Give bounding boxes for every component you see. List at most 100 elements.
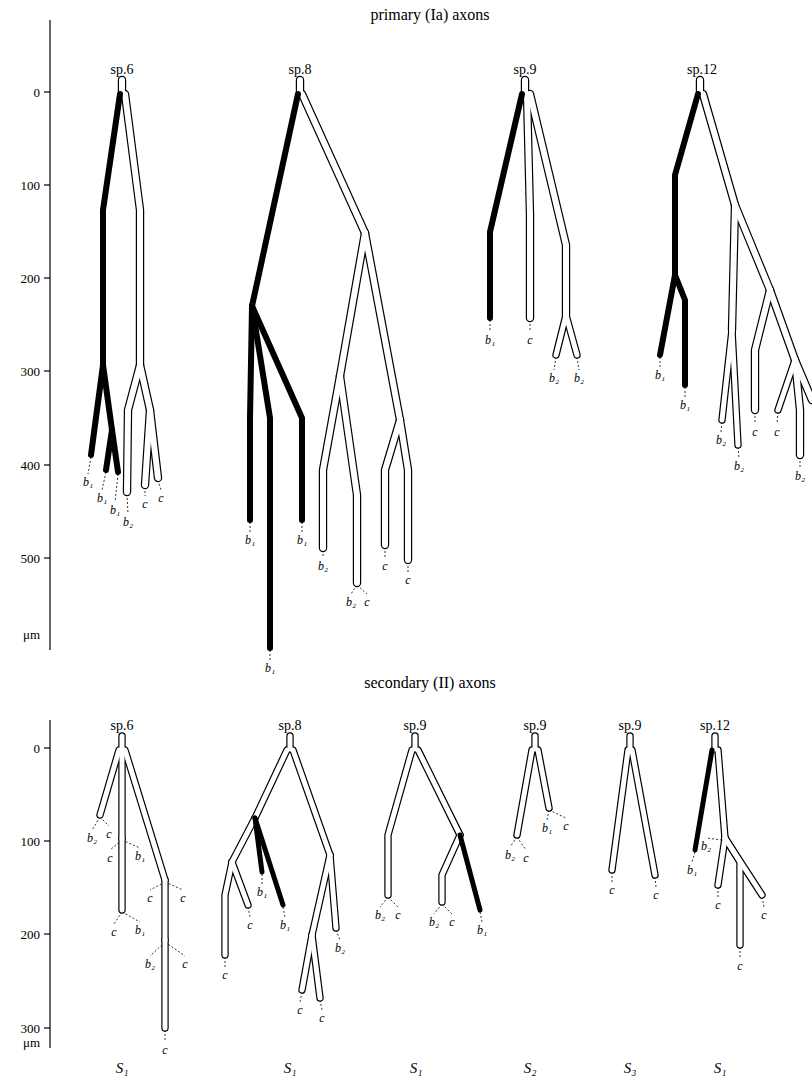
axon-branch-outline xyxy=(517,750,532,835)
branch-label: c xyxy=(182,958,187,970)
branch-label: c xyxy=(527,334,532,346)
branch-label: c xyxy=(297,1004,302,1016)
axis-tick-label: 0 xyxy=(34,86,41,99)
spindle-label: S₂ xyxy=(524,1061,537,1076)
bag1-axon-branch xyxy=(490,94,522,318)
axon-branch xyxy=(566,315,577,355)
bag1-axon-branch xyxy=(460,835,480,910)
specimen-label: sp.9 xyxy=(514,63,537,77)
axon-branch-outline xyxy=(161,940,168,1028)
branch-label: b₂ xyxy=(87,832,97,844)
branch-label: b₂ xyxy=(505,849,515,861)
axon-branch-outline xyxy=(296,80,304,93)
axon-branch-outline xyxy=(538,750,549,808)
axon-branch-outline xyxy=(770,290,795,360)
axis-tick-label: 300 xyxy=(21,1022,41,1035)
axis-line xyxy=(49,20,50,650)
specimen-label: sp.8 xyxy=(279,719,302,733)
axon-branch-outline xyxy=(150,410,158,478)
leader-line xyxy=(692,852,695,862)
branch-label: c xyxy=(180,892,185,904)
axis-tick xyxy=(44,840,50,841)
axon-branch-outline xyxy=(632,750,655,875)
leader-line xyxy=(442,904,452,914)
branch-label: c xyxy=(364,596,369,608)
axon-branch xyxy=(312,855,330,935)
leader-line xyxy=(262,874,263,884)
leader-line xyxy=(302,522,303,532)
axis-tick xyxy=(44,747,50,748)
leader-line xyxy=(115,474,118,502)
branch-label: c xyxy=(247,919,252,931)
panel-heading: primary (Ia) axons xyxy=(370,7,489,23)
axon-branch-outline xyxy=(385,420,400,545)
bag1-axon-branch xyxy=(675,94,698,275)
branch-label: b₁ xyxy=(477,924,487,936)
branch-label: b₁ xyxy=(687,864,697,876)
specimen-label: sp.12 xyxy=(700,719,730,733)
axon-branch-outline xyxy=(125,750,165,880)
spindle-label: S₁ xyxy=(410,1061,423,1076)
leader-line xyxy=(250,522,251,532)
leader-line xyxy=(88,457,91,474)
panel-heading: secondary (II) axons xyxy=(364,675,496,691)
axon-branch xyxy=(293,750,330,855)
bag1-axon-branch xyxy=(660,275,675,355)
branch-label: c xyxy=(395,909,400,921)
bag1-axon-branch xyxy=(252,94,298,306)
axon-branch xyxy=(330,855,336,928)
axis-tick-label: 500 xyxy=(21,552,41,565)
axon-branch-outline xyxy=(365,233,400,420)
axon-branch xyxy=(255,750,287,818)
branch-label: b₁ xyxy=(265,662,275,674)
branch-label: c xyxy=(449,916,454,928)
branch-label: b₂ xyxy=(335,942,345,954)
branch-label: b₁ xyxy=(297,534,307,546)
axon-branch-outline xyxy=(725,838,762,895)
axon-branch xyxy=(718,838,725,885)
axon-branch-outline xyxy=(118,838,125,910)
axon-branch xyxy=(527,94,530,318)
axon-branch-outline xyxy=(100,750,119,815)
branch-label: b₁ xyxy=(680,399,690,411)
axon-branch-outline xyxy=(312,935,320,998)
branch-label: b₂ xyxy=(318,560,328,572)
specimen-label: sp.8 xyxy=(289,63,312,77)
leader-line xyxy=(777,412,778,424)
leader-line xyxy=(517,837,526,850)
axon-branch xyxy=(120,838,125,910)
axis-line xyxy=(49,720,50,1048)
axon-branch xyxy=(340,233,365,376)
spindle-label: S₃ xyxy=(624,1061,637,1076)
branch-label: b₂ xyxy=(346,596,356,608)
axis-tick-label: μm xyxy=(23,1036,40,1049)
axis-tick xyxy=(44,91,50,92)
bag1-axon-branch xyxy=(252,306,302,520)
axon-branch-outline xyxy=(418,750,460,835)
axon-branch-outline xyxy=(732,330,738,445)
axon-branch-outline xyxy=(735,205,770,290)
axon-branch-outline xyxy=(161,880,168,940)
axon-branch-outline xyxy=(302,935,312,990)
branch-label: b₂ xyxy=(734,460,744,472)
axon-branch xyxy=(388,750,412,895)
axon-branch xyxy=(120,736,125,749)
axon-branch xyxy=(120,750,125,838)
axon-branch-outline xyxy=(225,862,232,955)
branch-label: c xyxy=(147,892,152,904)
axis-tick xyxy=(44,1027,50,1028)
leader-line xyxy=(685,387,686,397)
axon-branch-outline xyxy=(232,862,248,905)
axon-branch xyxy=(100,750,119,815)
leader-line xyxy=(102,472,106,490)
branch-label: c xyxy=(142,498,147,510)
axis-tick xyxy=(44,464,50,465)
axon-branch-outline xyxy=(388,750,412,895)
axis-tick-label: 100 xyxy=(21,835,41,848)
axon-branch xyxy=(302,935,312,990)
branch-label: c xyxy=(162,1044,167,1056)
axon-branch xyxy=(755,290,770,410)
leader-line xyxy=(480,912,482,922)
axon-branch xyxy=(312,935,320,998)
